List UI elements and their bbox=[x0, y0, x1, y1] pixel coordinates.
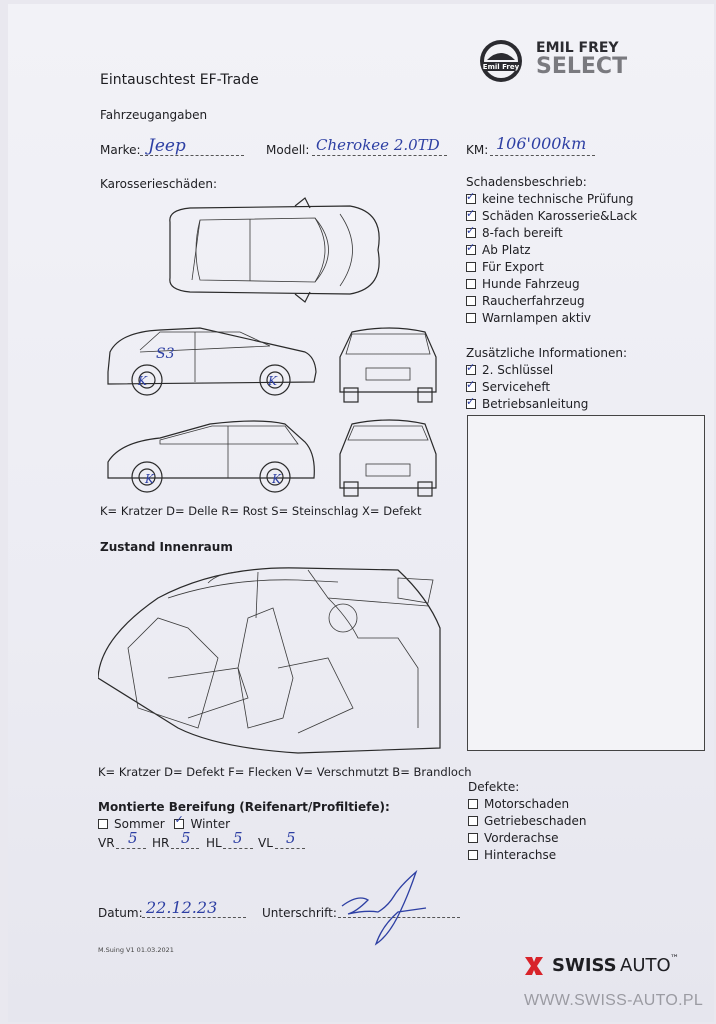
checkbox-sommer[interactable] bbox=[98, 819, 108, 829]
logo-line-1: EMIL FREY bbox=[536, 40, 619, 56]
tire-vr-label: VR bbox=[98, 836, 115, 850]
km-label: KM: bbox=[466, 143, 489, 157]
checkbox-icon[interactable] bbox=[466, 239, 476, 256]
checkbox-icon[interactable] bbox=[466, 188, 476, 205]
section-interior: Zustand Innenraum bbox=[100, 540, 233, 554]
brand-auto: AUTO bbox=[620, 955, 671, 976]
tire-hr-label: HR bbox=[152, 836, 170, 850]
checkbox-icon[interactable] bbox=[468, 833, 478, 843]
tires-title: Montierte Bereifung (Reifenart/Profiltie… bbox=[98, 800, 390, 814]
damage-mark-k3: K bbox=[145, 472, 154, 486]
checkbox-ab-platz[interactable]: Ab Platz bbox=[466, 239, 637, 259]
watermark-url: WWW.SWISS-AUTO.PL bbox=[524, 992, 704, 1009]
checkbox-icon[interactable] bbox=[466, 359, 476, 376]
checkbox-hinterachse[interactable]: Hinterachse bbox=[468, 847, 586, 864]
section-vehicle: Fahrzeugangaben bbox=[100, 108, 208, 122]
defects-list: Motorschaden Getriebeschaden Vorderachse… bbox=[468, 796, 586, 864]
tire-vr-value: 5 bbox=[128, 829, 138, 847]
checkbox-icon[interactable] bbox=[468, 799, 478, 809]
extra-info-list: 2. Schlüssel Serviceheft Betriebsanleitu… bbox=[466, 359, 588, 413]
section-body-damage: Karosserieschäden: bbox=[100, 177, 218, 191]
checkbox-icon[interactable] bbox=[466, 393, 476, 410]
checkbox-icon[interactable] bbox=[466, 262, 476, 272]
checkbox-warnlampen[interactable]: Warnlampen aktiv bbox=[466, 310, 637, 327]
checkbox-betriebsanleitung[interactable]: Betriebsanleitung bbox=[466, 393, 588, 413]
form-version: M.Suing V1 01.03.2021 bbox=[98, 946, 174, 954]
unterschrift-label: Unterschrift: bbox=[262, 906, 337, 920]
form-title: Eintauschtest EF-Trade bbox=[100, 72, 259, 88]
body-damage-legend: K= Kratzer D= Delle R= Rost S= Steinschl… bbox=[100, 504, 422, 518]
interior-diagram bbox=[98, 567, 441, 754]
car-side-view-left bbox=[107, 327, 317, 396]
damage-mark-k2: K bbox=[268, 374, 277, 388]
marke-label: Marke: bbox=[100, 143, 141, 157]
checkbox-raucherfahrzeug[interactable]: Raucherfahrzeug bbox=[466, 293, 637, 310]
tire-hl-value: 5 bbox=[233, 829, 243, 847]
checkbox-fuer-export[interactable]: Für Export bbox=[466, 259, 637, 276]
checkbox-icon[interactable] bbox=[466, 376, 476, 393]
checkbox-getriebeschaden[interactable]: Getriebeschaden bbox=[468, 813, 586, 830]
defects-title: Defekte: bbox=[468, 780, 520, 794]
tire-vl-label: VL bbox=[258, 836, 273, 850]
car-rear-view bbox=[339, 419, 437, 497]
emil-frey-badge-icon bbox=[480, 40, 522, 82]
extra-info-title: Zusätzliche Informationen: bbox=[466, 346, 627, 360]
checkbox-serviceheft[interactable]: Serviceheft bbox=[466, 376, 588, 396]
swissauto-logo: SWISS AUTO ™ bbox=[522, 954, 707, 980]
damage-desc-list: keine technische Prüfung Schäden Karosse… bbox=[466, 188, 637, 327]
checkbox-icon[interactable] bbox=[466, 222, 476, 239]
emil-frey-logo: Emil Frey EMIL FREY SELECT bbox=[478, 38, 627, 86]
datum-label: Datum: bbox=[98, 906, 143, 920]
datum-value: 22.12.23 bbox=[146, 898, 218, 917]
modell-value: Cherokee 2.0TD bbox=[316, 136, 440, 154]
notes-box[interactable] bbox=[467, 415, 705, 751]
swissauto-x-icon bbox=[525, 957, 543, 975]
tire-type-row: Sommer Winter bbox=[98, 813, 230, 831]
car-top-view bbox=[169, 197, 380, 303]
checkbox-icon[interactable] bbox=[466, 313, 476, 323]
checkbox-keine-pruefung[interactable]: keine technische Prüfung bbox=[466, 188, 637, 208]
marke-value: Jeep bbox=[148, 136, 186, 156]
damage-mark-k4: K bbox=[272, 472, 281, 486]
damage-desc-title: Schadensbeschrieb: bbox=[466, 175, 587, 189]
brand-tm: ™ bbox=[670, 954, 679, 964]
logo-line-2: SELECT bbox=[536, 54, 628, 79]
checkbox-icon[interactable] bbox=[466, 205, 476, 222]
checkbox-8-fach-bereift[interactable]: 8-fach bereift bbox=[466, 222, 637, 242]
damage-mark-s3: S3 bbox=[156, 346, 175, 362]
interior-legend: K= Kratzer D= Defekt F= Flecken V= Versc… bbox=[98, 765, 472, 779]
checkbox-winter[interactable] bbox=[174, 813, 185, 829]
brand-swiss: SWISS bbox=[552, 955, 617, 976]
checkbox-schaeden-karosserie[interactable]: Schäden Karosserie&Lack bbox=[466, 205, 637, 225]
checkbox-vorderachse[interactable]: Vorderachse bbox=[468, 830, 586, 847]
checkbox-icon[interactable] bbox=[468, 850, 478, 860]
km-value: 106'000km bbox=[496, 134, 587, 153]
tire-hl-label: HL bbox=[206, 836, 222, 850]
damage-mark-k1: K bbox=[138, 374, 147, 388]
logo-badge-text: Emil Frey bbox=[482, 63, 520, 71]
tire-hr-value: 5 bbox=[181, 829, 191, 847]
checkbox-icon[interactable] bbox=[466, 296, 476, 306]
checkbox-icon[interactable] bbox=[468, 816, 478, 826]
modell-label: Modell: bbox=[266, 143, 310, 157]
checkbox-motorschaden[interactable]: Motorschaden bbox=[468, 796, 586, 813]
car-front-view bbox=[339, 327, 437, 403]
signature-mark bbox=[341, 869, 427, 946]
car-side-view-right bbox=[107, 420, 315, 493]
checkbox-hunde-fahrzeug[interactable]: Hunde Fahrzeug bbox=[466, 276, 637, 293]
car-body-diagram bbox=[107, 197, 437, 497]
checkbox-icon[interactable] bbox=[466, 279, 476, 289]
tire-vl-value: 5 bbox=[286, 829, 296, 847]
checkbox-zweiter-schluessel[interactable]: 2. Schlüssel bbox=[466, 359, 588, 379]
